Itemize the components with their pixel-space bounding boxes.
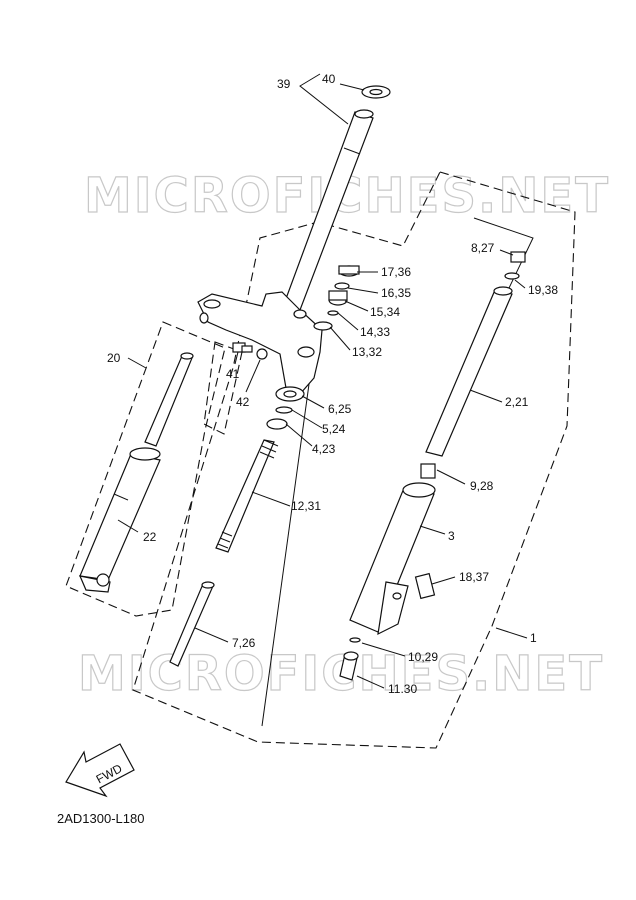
washer-42 [256, 348, 268, 360]
under-bracket [197, 291, 323, 395]
bracket-steering-stem [299, 73, 349, 125]
callout-18-37: 18,37 [459, 570, 489, 584]
callout-17-36: 17,36 [381, 265, 411, 279]
callout-8-27: 8,27 [471, 241, 495, 255]
callout-22: 22 [143, 530, 157, 544]
callout-1: 1 [530, 631, 537, 645]
bearing-stack [266, 265, 360, 430]
fwd-arrow-icon: FWD [65, 743, 135, 798]
callout-7-26: 7,26 [232, 636, 256, 650]
diagram-code: 2AD1300-L180 [57, 811, 144, 826]
callout-10-29: 10,29 [408, 650, 438, 664]
bracket-inner-spring [261, 325, 318, 727]
callout-14-33: 14,33 [360, 325, 390, 339]
callouts: 39 40 17,36 16,35 15,34 14,33 13,32 6,25… [107, 72, 558, 696]
callout-40: 40 [322, 72, 336, 86]
callout-13-32: 13,32 [352, 345, 382, 359]
callout-19-38: 19,38 [528, 283, 558, 297]
callout-3: 3 [448, 529, 455, 543]
fork-spring [169, 439, 279, 667]
bolt-41 [232, 342, 253, 353]
callout-6-25: 6,25 [328, 402, 352, 416]
callout-39: 39 [277, 77, 291, 91]
callout-4-23: 4,23 [312, 442, 336, 456]
callout-20: 20 [107, 351, 121, 365]
callout-42: 42 [236, 395, 250, 409]
callout-11-30: 11.30 [388, 682, 417, 696]
callout-12-31: 12,31 [291, 499, 321, 513]
right-fork [339, 251, 526, 681]
left-fork [78, 352, 194, 593]
callout-2-21: 2,21 [505, 395, 529, 409]
callout-41: 41 [226, 367, 240, 381]
callout-15-34: 15,34 [370, 305, 400, 319]
callout-16-35: 16,35 [381, 286, 411, 300]
callout-5-24: 5,24 [322, 422, 346, 436]
leader-lines [117, 83, 528, 689]
callout-9-28: 9,28 [470, 479, 494, 493]
